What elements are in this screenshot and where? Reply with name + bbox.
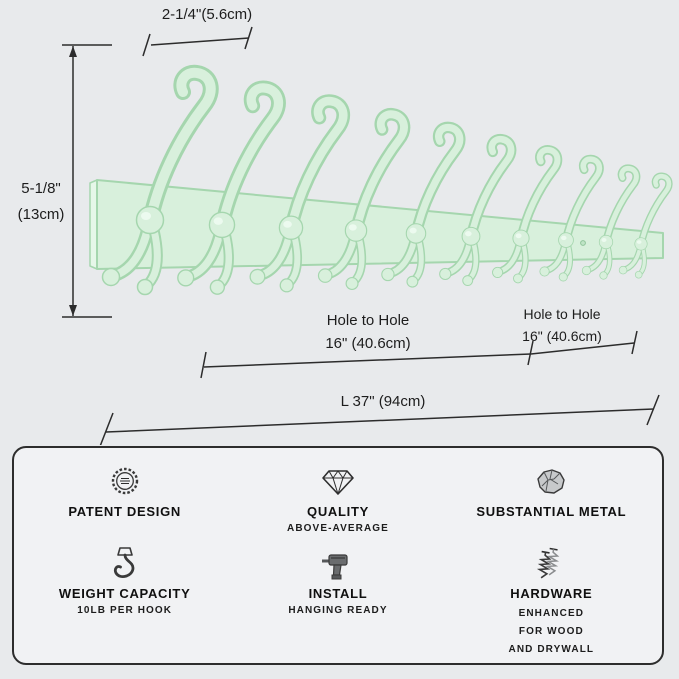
feature-weight: WEIGHT CAPACITY 10LB PER HOOK: [18, 534, 231, 659]
feature-hardware: HARDWARE ENHANCED FOR WOOD AND DRYWALL: [445, 534, 658, 659]
hole-to-hole-2-value: 16" (40.6cm): [522, 328, 602, 344]
rail-height-label: 5-1/8" (13cm): [10, 176, 72, 229]
rack-rail: [89, 179, 664, 270]
feature-hardware-sub-line2: FOR WOOD: [518, 626, 584, 637]
hole-to-hole-1: Hole to Hole 16" (40.6cm): [325, 312, 410, 352]
feature-metal-label: SUBSTANTIAL METAL: [476, 504, 627, 519]
coat-hook: [381, 121, 466, 288]
feature-weight-sub: 10LB PER HOOK: [77, 605, 173, 616]
feature-install-sub: HANGING READY: [288, 605, 388, 616]
feature-patent: PATENT DESIGN: [18, 456, 231, 534]
feature-hardware-sub: ENHANCED FOR WOOD AND DRYWALL: [509, 605, 595, 659]
patent-seal-icon: [107, 464, 143, 500]
screw-anchor-icon: [533, 546, 569, 582]
total-length-label: L 37" (94cm): [340, 393, 426, 410]
coat-hook: [539, 154, 604, 282]
diamond-icon: [321, 464, 355, 500]
dimension-lines: [62, 26, 660, 445]
feature-hardware-sub-line1: ENHANCED: [518, 608, 585, 619]
feature-quality: QUALITY ABOVE-AVERAGE: [231, 456, 444, 534]
crane-hook-icon: [107, 546, 143, 582]
coat-hook: [317, 108, 411, 291]
feature-install: INSTALL HANGING READY: [231, 534, 444, 659]
hole-to-hole-2-label: Hole to Hole: [523, 306, 601, 322]
feature-panel: PATENT DESIGN QUALITY ABOVE-AVERAGE SUBS…: [12, 446, 664, 665]
mounting-screw: [580, 240, 586, 246]
coat-hook: [101, 64, 219, 296]
hook-tip-width-label: 2-1/4"(5.6cm): [161, 6, 253, 23]
feature-weight-label: WEIGHT CAPACITY: [58, 586, 191, 601]
feature-patent-label: PATENT DESIGN: [68, 504, 181, 519]
feature-quality-sub: ABOVE-AVERAGE: [287, 523, 389, 534]
hole-to-hole-1-label: Hole to Hole: [326, 312, 410, 329]
coat-hook: [439, 133, 517, 286]
hole-to-hole-1-value: 16" (40.6cm): [325, 335, 411, 352]
feature-quality-label: QUALITY: [307, 504, 369, 519]
coat-hook: [618, 172, 673, 279]
feature-metal: SUBSTANTIAL METAL: [445, 456, 658, 534]
coat-rack-illustration: [62, 26, 673, 445]
coat-hook: [249, 94, 351, 293]
hooks-layer: [101, 64, 673, 296]
metal-scrap-icon: [534, 464, 568, 500]
feature-hardware-sub-line3: AND DRYWALL: [508, 644, 595, 655]
drill-icon: [321, 546, 355, 582]
hole-to-hole-2: Hole to Hole 16" (40.6cm): [522, 306, 602, 344]
feature-hardware-label: HARDWARE: [510, 586, 593, 601]
coat-hook: [177, 80, 286, 295]
rail-height-metric: (13cm): [17, 206, 65, 224]
rail-height-value: 5-1/8": [21, 180, 61, 197]
coat-hook: [581, 164, 641, 280]
coat-hook: [492, 145, 563, 284]
feature-install-label: INSTALL: [308, 586, 368, 601]
